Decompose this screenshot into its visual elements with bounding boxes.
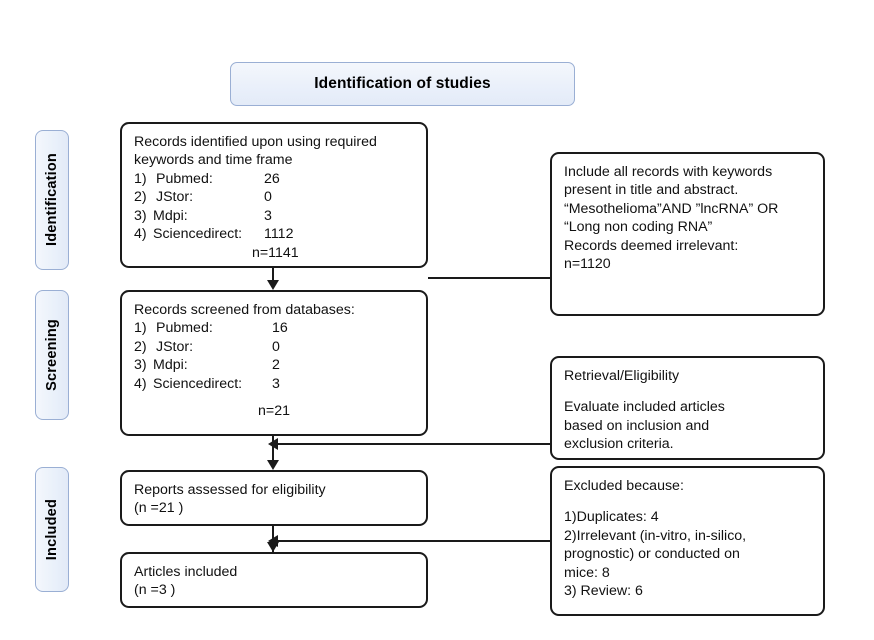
source-count: 3 bbox=[264, 207, 272, 224]
records-identified-total: n=1141 bbox=[252, 244, 299, 261]
source-index: 2) bbox=[134, 189, 147, 206]
source-index: 4) bbox=[134, 226, 147, 243]
connector-include-criteria-stub bbox=[550, 250, 553, 279]
excluded-line3: prognostic) or conducted on bbox=[564, 546, 740, 563]
records-identified-source-row: 4) Sciencedirect: 1112 bbox=[134, 225, 414, 243]
reports-assessed-line2: (n =21 ) bbox=[134, 500, 184, 517]
arrowhead-screened-to-reports bbox=[266, 460, 279, 470]
include-criteria-line3: “Mesothelioma”AND ”lncRNA” OR bbox=[564, 200, 779, 217]
retrieval-line1: Evaluate included articles bbox=[564, 399, 725, 416]
source-index: 1) bbox=[134, 170, 147, 187]
source-count: 1112 bbox=[264, 226, 294, 243]
box-records-identified: Records identified upon using required k… bbox=[120, 122, 428, 268]
records-screened-source-row: 3) Mdpi: 2 bbox=[134, 356, 414, 374]
box-records-screened: Records screened from databases: 1) Pubm… bbox=[120, 290, 428, 436]
records-screened-total: n=21 bbox=[258, 403, 290, 420]
excluded-line2: 2)Irrelevant (in-vitro, in-silico, bbox=[564, 527, 747, 544]
source-index: 1) bbox=[134, 320, 147, 337]
records-screened-source-row: 1) Pubmed: 16 bbox=[134, 319, 414, 337]
reports-assessed-line1: Reports assessed for eligibility bbox=[134, 482, 326, 498]
sidebar-tab-identification: Identification bbox=[35, 130, 69, 270]
include-criteria-line5: Records deemed irrelevant: bbox=[564, 237, 739, 254]
source-index: 2) bbox=[134, 338, 147, 355]
arrowhead-retrieval-to-flow bbox=[268, 437, 278, 450]
sidebar-tab-included-label: Included bbox=[44, 498, 60, 561]
records-identified-heading-line2: keywords and time frame bbox=[134, 152, 293, 169]
retrieval-line2: based on inclusion and bbox=[564, 417, 710, 434]
connector-identified-to-screened bbox=[272, 268, 275, 282]
spacer bbox=[564, 385, 811, 398]
sidebar-tab-identification-label: Identification bbox=[44, 153, 60, 247]
source-index: 3) bbox=[134, 357, 147, 374]
source-count: 0 bbox=[264, 189, 272, 206]
excluded-line4: mice: 8 bbox=[564, 564, 610, 581]
source-index: 4) bbox=[134, 375, 147, 392]
source-name: Pubmed: bbox=[156, 170, 213, 187]
records-identified-heading-line1: Records identified upon using required bbox=[134, 134, 377, 150]
source-count: 3 bbox=[272, 375, 280, 392]
records-screened-source-row: 2) JStor: 0 bbox=[134, 338, 414, 356]
spacer bbox=[134, 393, 414, 402]
arrowhead-identified-to-screened bbox=[266, 280, 279, 290]
source-name: JStor: bbox=[156, 189, 194, 206]
box-include-criteria: Include all records with keywords presen… bbox=[550, 152, 825, 316]
banner-title: Identification of studies bbox=[314, 75, 491, 92]
include-criteria-line2: present in title and abstract. bbox=[564, 182, 739, 199]
records-identified-source-row: 2) JStor: 0 bbox=[134, 188, 414, 206]
source-name: Pubmed: bbox=[156, 320, 213, 337]
source-name: JStor: bbox=[156, 338, 194, 355]
connector-identified-to-include-criteria bbox=[428, 277, 552, 280]
source-index: 3) bbox=[134, 207, 147, 224]
sidebar-tab-screening-label: Screening bbox=[44, 319, 60, 391]
include-criteria-line1: Include all records with keywords bbox=[564, 164, 773, 180]
banner-identification-of-studies: Identification of studies bbox=[230, 62, 575, 106]
connector-excluded-to-flow bbox=[272, 540, 552, 543]
box-retrieval-eligibility: Retrieval/Eligibility Evaluate included … bbox=[550, 356, 825, 460]
source-name: Sciencedirect: bbox=[153, 226, 243, 243]
source-name: Sciencedirect: bbox=[153, 375, 243, 392]
box-excluded-because: Excluded because: 1)Duplicates: 4 2)Irre… bbox=[550, 466, 825, 616]
spacer bbox=[564, 495, 811, 508]
source-name: Mdpi: bbox=[153, 357, 188, 374]
excluded-line1: 1)Duplicates: 4 bbox=[564, 509, 659, 526]
source-name: Mdpi: bbox=[153, 207, 188, 224]
retrieval-line3: exclusion criteria. bbox=[564, 436, 674, 453]
articles-included-line2: (n =3 ) bbox=[134, 582, 176, 599]
excluded-heading: Excluded because: bbox=[564, 478, 684, 494]
arrowhead-excluded-to-flow bbox=[268, 534, 278, 547]
arrowhead-reports-to-articles bbox=[266, 542, 279, 552]
source-count: 26 bbox=[264, 170, 280, 187]
include-criteria-irrelevant-count: n=1120 bbox=[564, 256, 611, 273]
sidebar-tab-screening: Screening bbox=[35, 290, 69, 420]
records-identified-source-row: 1) Pubmed: 26 bbox=[134, 170, 414, 188]
excluded-line5: 3) Review: 6 bbox=[564, 583, 643, 600]
connector-retrieval-to-flow bbox=[272, 443, 552, 446]
records-screened-heading: Records screened from databases: bbox=[134, 302, 355, 318]
articles-included-line1: Articles included bbox=[134, 564, 238, 580]
retrieval-heading: Retrieval/Eligibility bbox=[564, 368, 680, 384]
box-reports-assessed: Reports assessed for eligibility (n =21 … bbox=[120, 470, 428, 526]
sidebar-tab-included: Included bbox=[35, 467, 69, 592]
box-articles-included: Articles included (n =3 ) bbox=[120, 552, 428, 608]
records-screened-source-row: 4) Sciencedirect: 3 bbox=[134, 375, 414, 393]
source-count: 16 bbox=[272, 320, 288, 337]
records-identified-source-row: 3) Mdpi: 3 bbox=[134, 207, 414, 225]
source-count: 2 bbox=[272, 357, 280, 374]
source-count: 0 bbox=[272, 338, 280, 355]
include-criteria-line4: “Long non coding RNA” bbox=[564, 219, 713, 236]
